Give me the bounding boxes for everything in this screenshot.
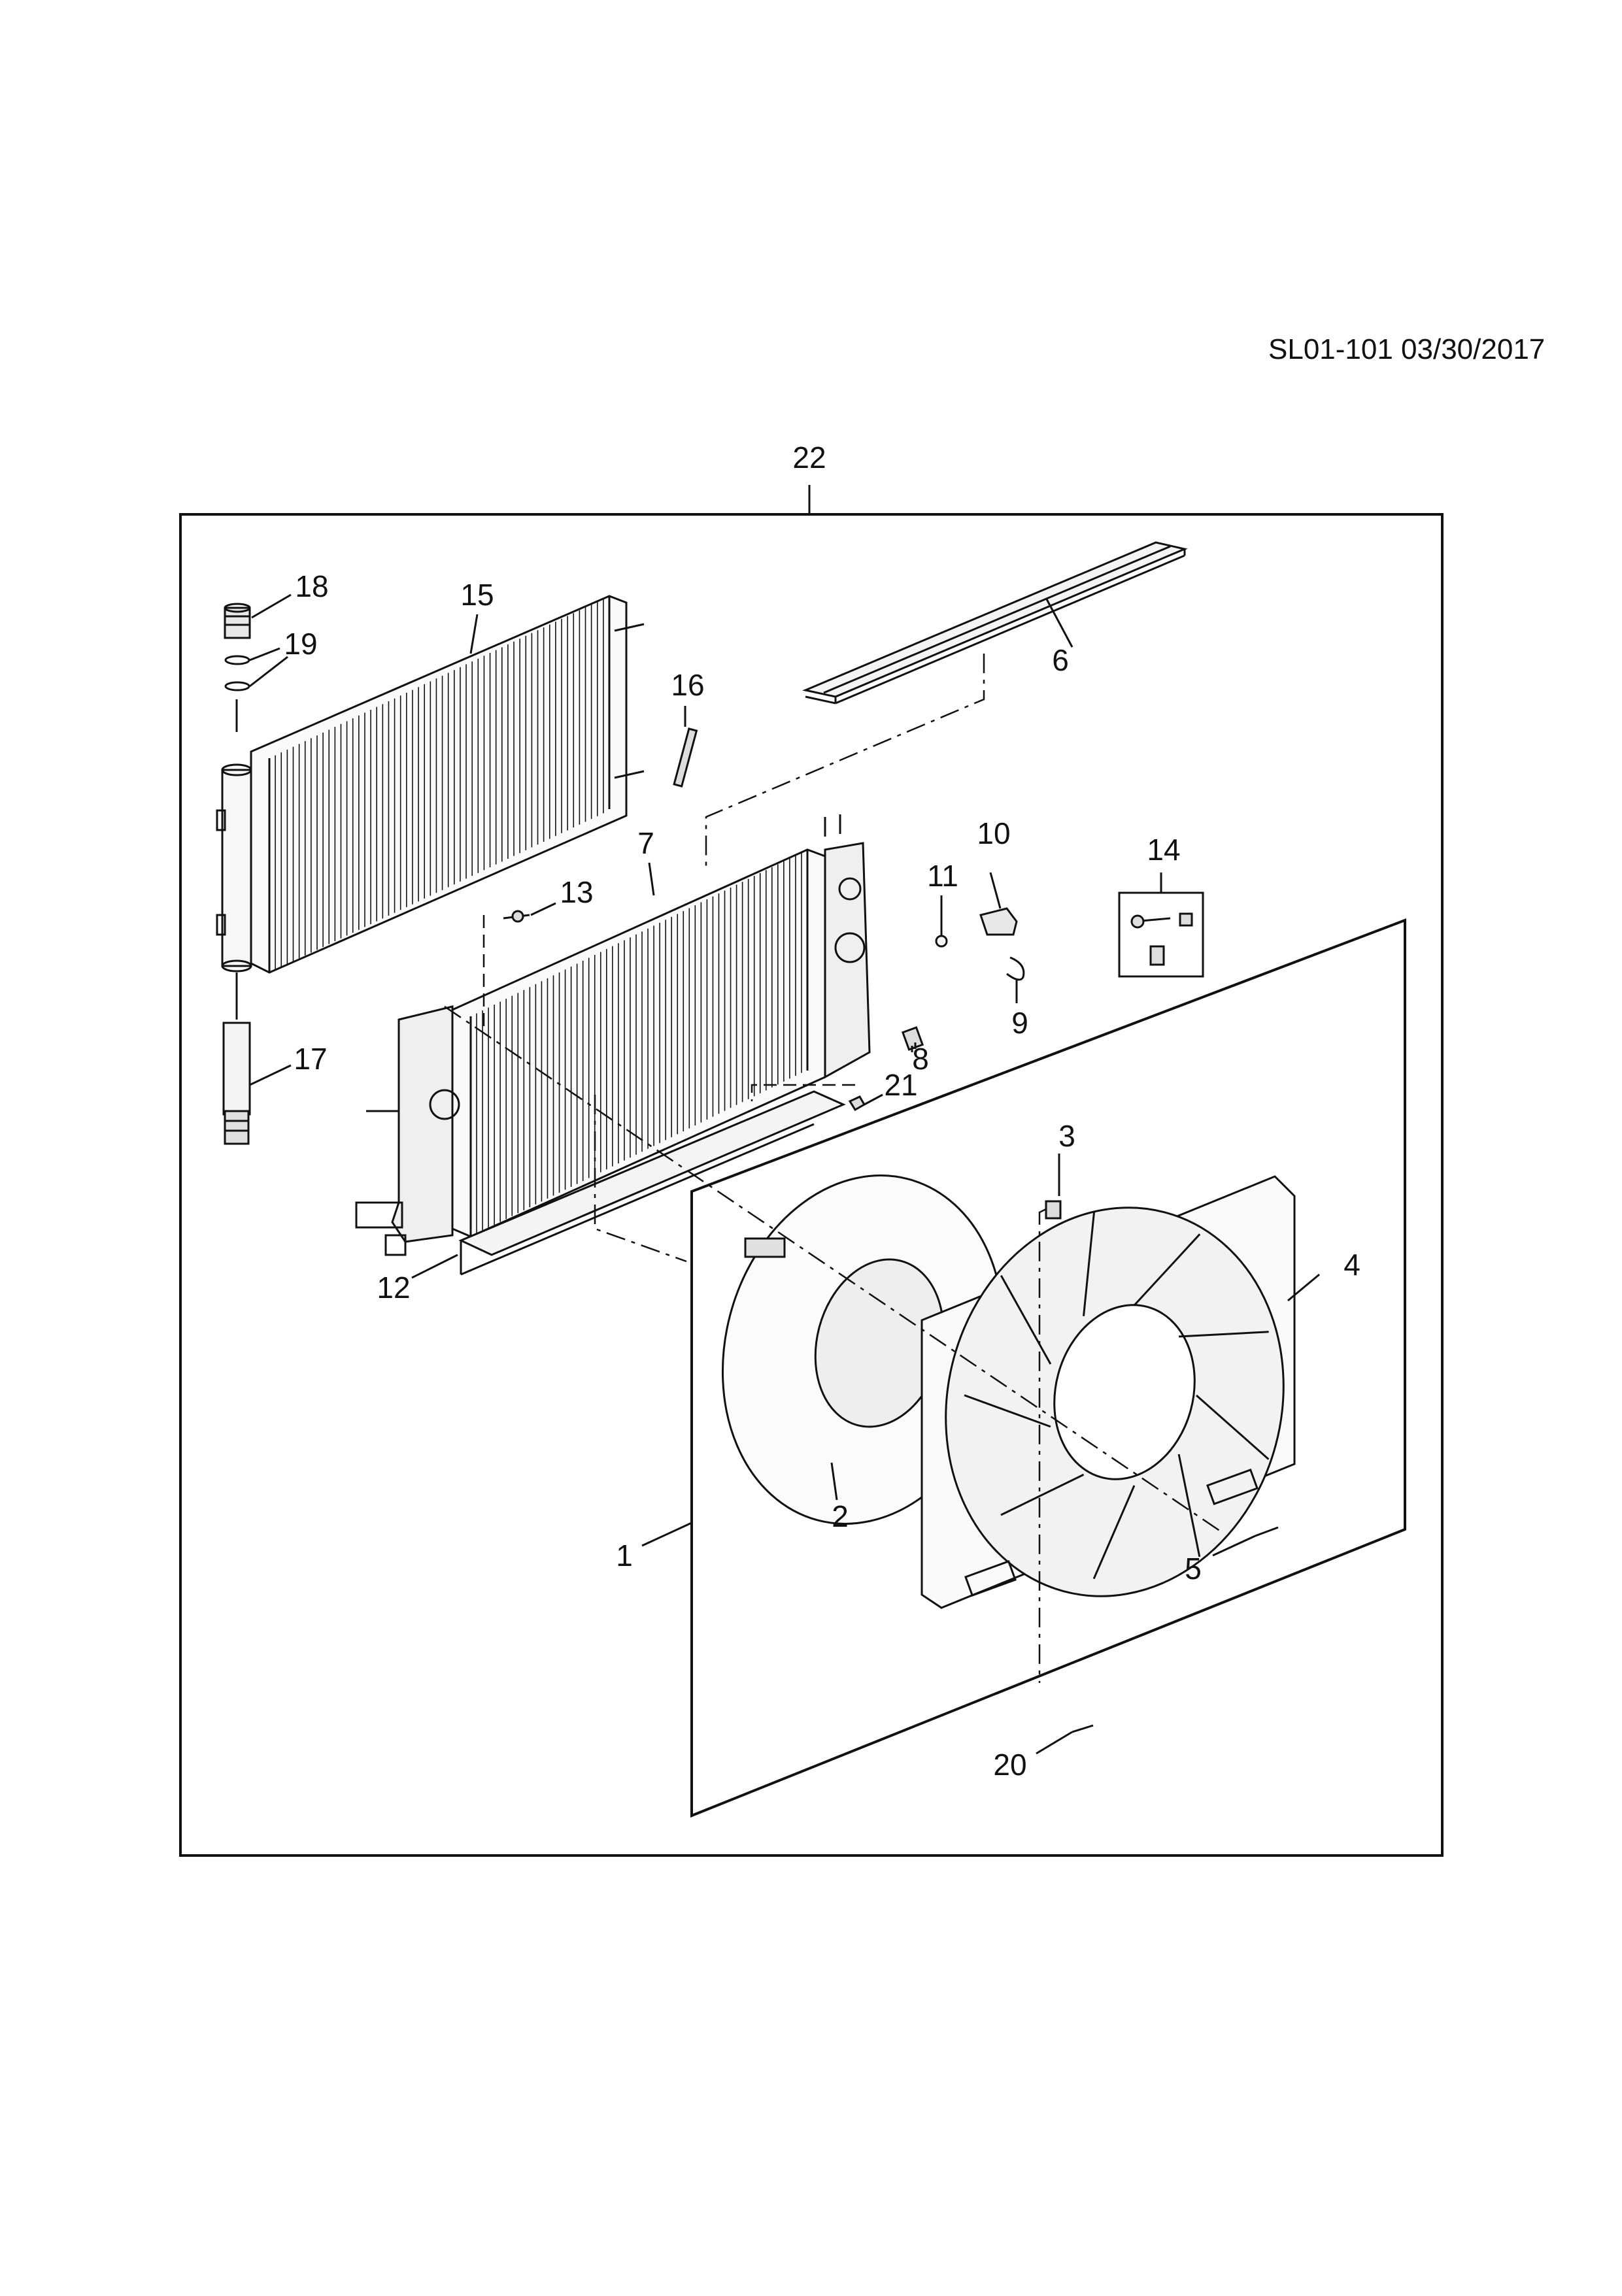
leader-20 xyxy=(1036,1731,1073,1755)
leader-19a xyxy=(249,647,280,661)
screw-20 xyxy=(1072,1724,1094,1733)
callout-label-20: 20 xyxy=(993,1748,1027,1782)
o-ring-upper-19 xyxy=(224,655,250,665)
leader-6 xyxy=(1045,597,1073,648)
shroud-spoke xyxy=(1177,1454,1201,1557)
leader-5 xyxy=(1212,1535,1256,1557)
lower-deflector-12 xyxy=(458,1090,846,1276)
callout-label-22: 22 xyxy=(792,441,826,474)
shroud-spoke xyxy=(1133,1233,1201,1306)
callout-label-1: 1 xyxy=(616,1539,633,1572)
nut-21 xyxy=(848,1095,866,1112)
bolt-kit-parts xyxy=(1130,912,1193,966)
callout-label-13: 13 xyxy=(560,875,594,909)
leader-12 xyxy=(411,1254,458,1279)
fan-assembly-frame xyxy=(690,918,1406,1818)
dashed-21 xyxy=(751,1084,855,1101)
radiator xyxy=(355,814,871,1256)
shroud-spoke xyxy=(1196,1394,1270,1460)
clip-9 xyxy=(1006,956,1025,981)
shroud-spoke xyxy=(1000,1473,1085,1516)
leader-21 xyxy=(864,1093,883,1106)
shroud-spoke xyxy=(964,1394,1051,1428)
leader-1 xyxy=(641,1522,692,1547)
callout-label-14: 14 xyxy=(1147,833,1181,867)
sensor-10 xyxy=(979,872,1018,936)
stud-16 xyxy=(673,727,698,788)
callout-label-19: 19 xyxy=(284,627,318,661)
callout-label-9: 9 xyxy=(1011,1006,1028,1040)
leader-2 xyxy=(830,1462,838,1501)
callout-label-21: 21 xyxy=(884,1068,918,1102)
dashed-6-to-7 xyxy=(705,654,985,869)
shroud-spoke xyxy=(1179,1331,1269,1338)
dashed-3 xyxy=(1038,1208,1047,1683)
callout-label-2: 2 xyxy=(832,1499,849,1533)
assembly-frame xyxy=(179,513,1444,1857)
screw-5 xyxy=(1255,1526,1279,1537)
washer-11 xyxy=(935,935,948,948)
callout-label-12: 12 xyxy=(377,1271,411,1305)
callout-label-6: 6 xyxy=(1052,643,1069,677)
leader-7 xyxy=(648,862,655,896)
callout-label-11: 11 xyxy=(927,859,958,893)
drawing-reference: SL01-101 03/30/2017 xyxy=(1268,333,1546,365)
receiver-dryer xyxy=(216,699,252,1020)
leader-17 xyxy=(249,1064,292,1086)
callout-label-10: 10 xyxy=(977,816,1011,850)
air-seal-strip xyxy=(802,541,1188,705)
shroud-spoke xyxy=(1083,1212,1096,1316)
leader-18 xyxy=(251,593,292,619)
callout-label-16: 16 xyxy=(671,668,705,702)
bolt-13 xyxy=(503,910,530,923)
callout-label-7: 7 xyxy=(637,826,654,860)
shroud-spoke xyxy=(1092,1485,1136,1580)
callout-label-17: 17 xyxy=(294,1042,328,1076)
callout-label-3: 3 xyxy=(1058,1119,1075,1153)
leader-19b xyxy=(249,656,288,688)
leader-15 xyxy=(469,614,479,654)
dashed-alignment-b xyxy=(444,1005,1223,1534)
desiccant-filter-17 xyxy=(222,1022,251,1145)
leader-13 xyxy=(530,902,556,916)
callout-label-18: 18 xyxy=(295,569,329,603)
shroud-spoke xyxy=(1000,1274,1052,1365)
cap-18 xyxy=(224,603,251,639)
callout-label-5: 5 xyxy=(1185,1552,1202,1586)
callout-label-15: 15 xyxy=(460,578,494,612)
callout-label-8: 8 xyxy=(912,1042,929,1076)
dashed-alignment-a xyxy=(594,1095,687,1263)
condenser xyxy=(250,595,645,974)
clip-3 xyxy=(1045,1200,1062,1220)
leader-4 xyxy=(1287,1273,1320,1302)
fan-shroud-4 xyxy=(921,1175,1296,1609)
o-ring-lower-19 xyxy=(224,681,250,691)
callout-label-4: 4 xyxy=(1343,1248,1360,1282)
